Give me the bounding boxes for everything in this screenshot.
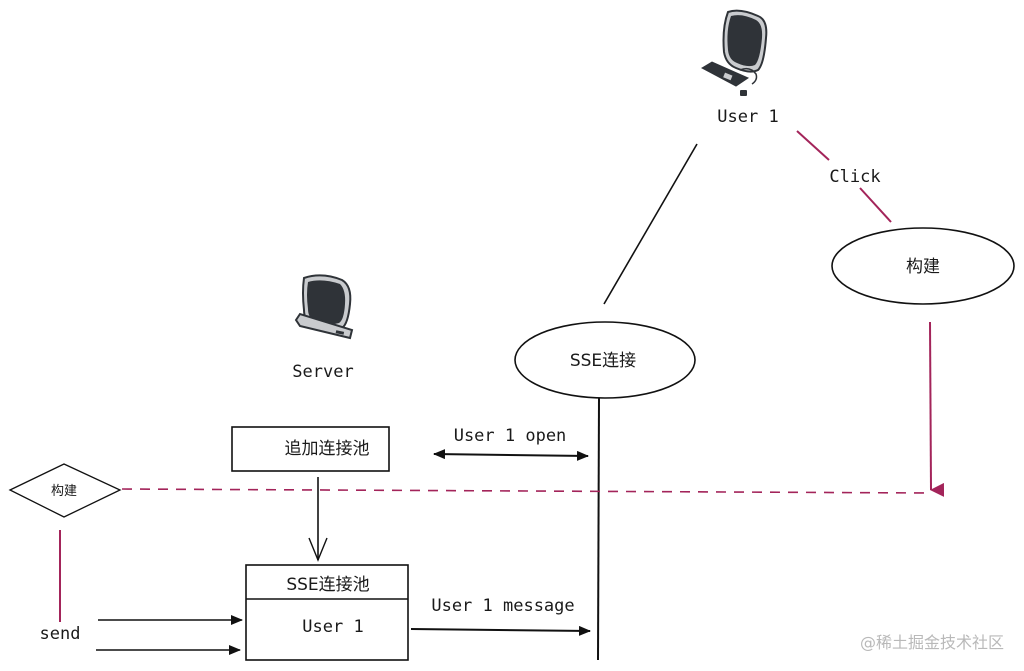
click-edge-bottom — [859, 187, 892, 223]
message-edge — [410, 625, 591, 636]
open-edge-label: User 1 open — [454, 426, 567, 446]
message-edge-label: User 1 message — [431, 596, 574, 616]
click-label: Click — [829, 167, 880, 187]
build-dashed-edge — [121, 488, 931, 494]
build-ellipse — [831, 227, 1015, 305]
sse-pool-item: User 1 — [302, 617, 363, 637]
build-ellipse-label: 构建 — [906, 257, 940, 277]
open-edge — [433, 449, 589, 461]
append-pool-label: 追加连接池 — [285, 439, 370, 459]
append-pool-box — [231, 426, 390, 472]
send-label: send — [40, 624, 81, 644]
append-to-pool-arrowhead — [308, 537, 328, 562]
sse-connection-ellipse — [514, 321, 696, 399]
click-edge-top — [796, 130, 830, 161]
user-label: User 1 — [717, 107, 778, 127]
sse-pool-box — [245, 564, 409, 661]
watermark: @稀土掘金技术社区 — [860, 633, 1004, 652]
user-computer-icon — [700, 9, 768, 96]
server-label: Server — [292, 362, 353, 382]
sse-lifeline — [597, 397, 600, 661]
build-diamond-label: 构建 — [51, 484, 77, 499]
sse-connection-label: SSE连接 — [570, 351, 636, 371]
server-computer-icon — [294, 274, 354, 340]
build-down-arrow — [929, 321, 945, 497]
sse-pool-header: SSE连接池 — [286, 575, 369, 595]
build-diamond — [8, 463, 122, 518]
user-to-sse-edge — [603, 143, 698, 305]
